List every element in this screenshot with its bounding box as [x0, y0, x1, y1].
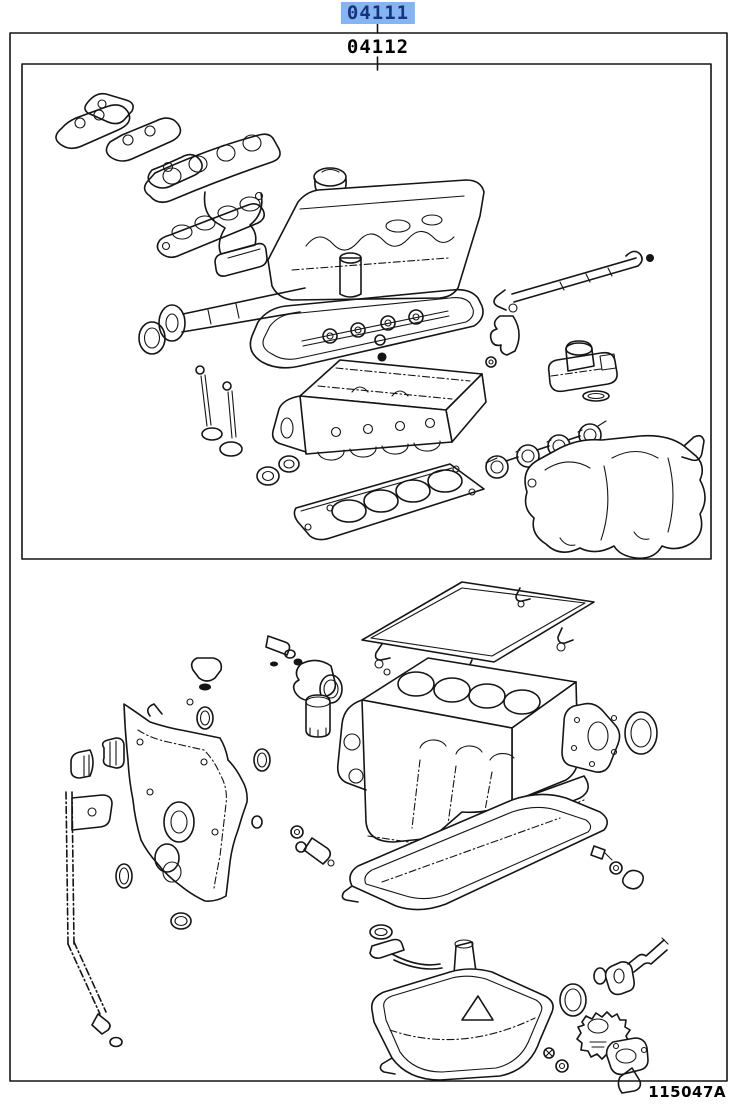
outer-frame [9, 23, 728, 1082]
oil-pan-drawing [370, 968, 554, 1081]
camshaft-oil-seal-drawing [138, 321, 166, 355]
figure-code: 115047A [648, 1083, 726, 1101]
assorted-o-rings-drawing [115, 657, 271, 930]
delivery-pipe-drawing [493, 250, 654, 311]
engine-baffle-plate-drawing [361, 581, 595, 684]
intake-manifold-drawing [524, 434, 706, 560]
oil-pan-drain-bolt-drawing [543, 1047, 569, 1073]
cylinder-head-cover-drawing [267, 179, 485, 301]
water-inlet-housing-drawing [605, 1037, 649, 1094]
rear-oil-seal-retainer-drawing [561, 702, 621, 773]
oil-filter-union-bolt-drawing [265, 635, 303, 667]
throttle-housing-drawing [547, 340, 618, 402]
oil-dipstick-tube-drawing [65, 791, 123, 1048]
mount-damper-blocks-drawing [70, 737, 125, 779]
engine-valves-drawing [195, 365, 243, 457]
exhaust-manifold-gasket-drawing [156, 191, 265, 259]
oil-filter-drawing [292, 659, 343, 738]
cylinder-head-drawing [271, 359, 487, 461]
timing-chain-cover-drawing [123, 698, 248, 902]
chain-tensioner-bracket-drawing [485, 303, 520, 368]
part-number-callout-selected[interactable]: 04111 [340, 2, 416, 24]
oil-drain-plug-and-gasket-drawing [590, 845, 644, 890]
thermostat-o-ring-drawing [559, 983, 587, 1017]
cylinder-head-gasket-drawing [293, 463, 485, 541]
spark-plug-tube-gaskets-drawing [374, 334, 387, 362]
upper-oil-pan-drawing [341, 793, 608, 911]
part-number-callout[interactable]: 04112 [346, 36, 410, 58]
water-bypass-pipe-drawing [593, 937, 669, 996]
cylinder-block-drawing [336, 657, 589, 851]
camshaft-drawing [158, 287, 306, 342]
exhaust-manifold-heat-insulator-drawing [55, 92, 203, 189]
oil-nozzle-union-drawing [290, 825, 335, 867]
crankshaft-rear-oil-seal-drawing [624, 711, 658, 755]
cylinder-head-cover-gasket-drawing [249, 288, 484, 369]
valve-stem-seals-drawing [256, 455, 300, 486]
